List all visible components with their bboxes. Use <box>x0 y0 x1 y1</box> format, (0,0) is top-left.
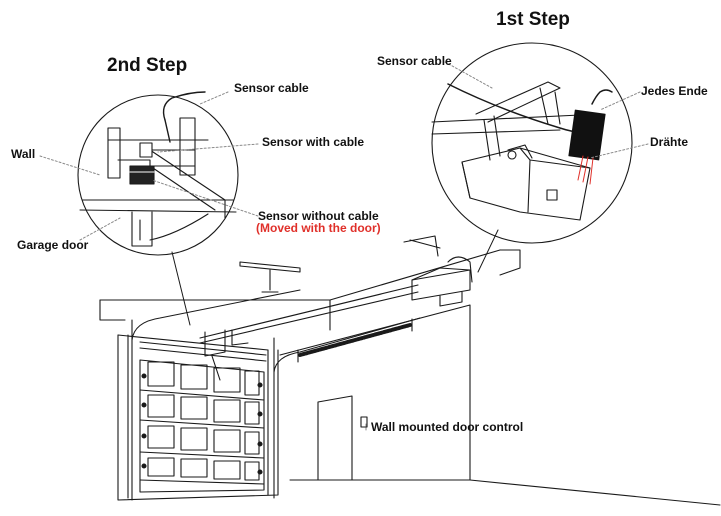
garage-room <box>99 249 721 506</box>
label-wall-control: Wall mounted door control <box>371 420 524 434</box>
label-jedes-ende: Jedes Ende <box>641 84 708 98</box>
zoom-circle-first-step <box>431 42 633 244</box>
first-step-title: 1st Step <box>496 9 570 30</box>
label-garage-door: Garage door <box>17 238 89 252</box>
label-sensor-cable-left: Sensor cable <box>234 81 309 95</box>
opener-motor <box>411 269 471 301</box>
label-moved-with-door: (Moved with the door) <box>256 221 381 235</box>
zoom-pointers <box>171 229 499 326</box>
label-wall: Wall <box>11 147 36 161</box>
label-drahte: Drähte <box>650 135 689 149</box>
garage-door <box>117 289 421 501</box>
label-guides <box>39 61 649 431</box>
label-sensor-cable-right: Sensor cable <box>377 54 452 68</box>
label-sensor-with-cable: Sensor with cable <box>262 135 365 149</box>
wall-control-device <box>360 416 368 428</box>
sensor-with-cable <box>139 142 153 158</box>
wifi-controller-device <box>568 89 613 185</box>
sensor-without-cable <box>129 165 155 185</box>
zoom-circle-second-step <box>77 91 239 256</box>
second-step-title: 2nd Step <box>107 55 188 76</box>
label-sensor-without-cable: Sensor without cable <box>258 209 379 223</box>
opener-assembly <box>199 235 473 381</box>
